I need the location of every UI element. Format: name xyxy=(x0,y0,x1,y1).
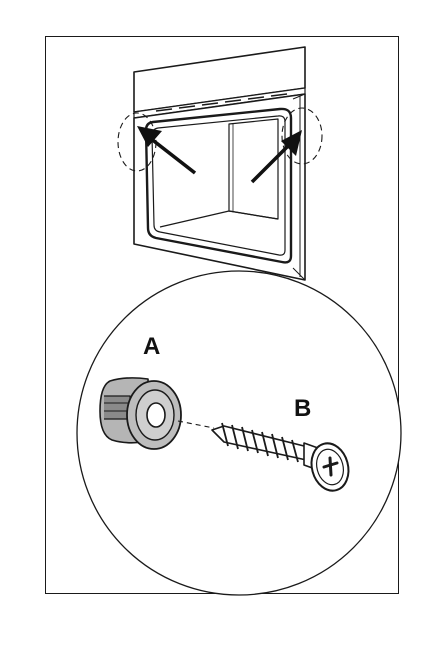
arrow-to-right-fixing-point xyxy=(250,130,302,184)
part-b-label: B xyxy=(294,395,312,422)
arrow-to-left-fixing-point xyxy=(137,126,197,175)
oven-vent-slots xyxy=(155,93,288,112)
part-a-label: A xyxy=(143,333,161,360)
screw-part-b xyxy=(211,422,350,492)
right-fixing-point-highlight xyxy=(281,107,323,165)
alignment-line xyxy=(177,420,215,429)
oven-cavity xyxy=(133,46,306,281)
wall-plug-part-a xyxy=(99,377,182,450)
